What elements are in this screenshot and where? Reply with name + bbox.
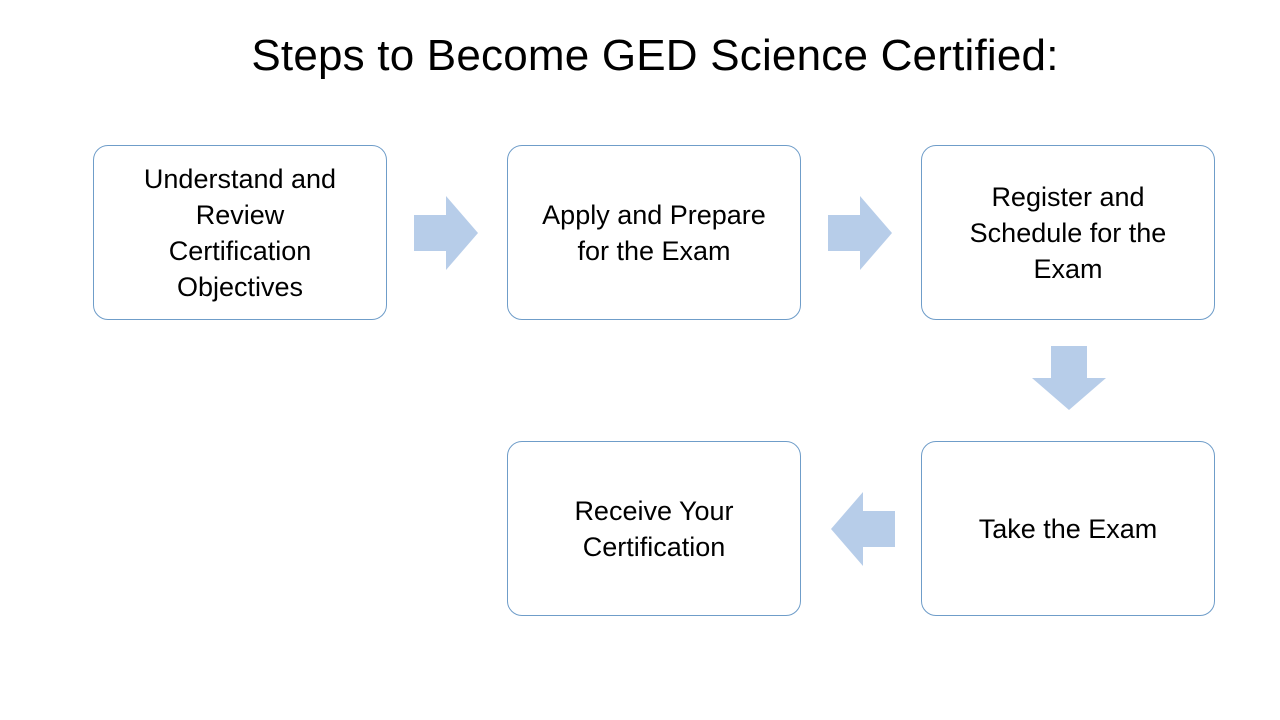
down-arrow-icon — [1032, 346, 1106, 410]
step-label: Understand and Review Certification Obje… — [143, 163, 337, 302]
step-label: Receive Your Certification — [574, 495, 734, 562]
step-label: Register and Schedule for the Exam — [969, 181, 1167, 284]
step-label: Take the Exam — [978, 513, 1158, 544]
step-box-understand-objectives: Understand and Review Certification Obje… — [93, 145, 387, 320]
step-box-apply-prepare: Apply and Prepare for the Exam — [507, 145, 801, 320]
step-box-receive-certification: Receive Your Certification — [507, 441, 801, 616]
right-arrow-icon — [414, 196, 478, 270]
left-arrow-icon — [831, 492, 895, 566]
step-box-take-exam: Take the Exam — [921, 441, 1215, 616]
right-arrow-icon — [828, 196, 892, 270]
slide-title: Steps to Become GED Science Certified: — [251, 31, 1059, 80]
step-label: Apply and Prepare for the Exam — [542, 199, 766, 266]
step-box-register-schedule: Register and Schedule for the Exam — [921, 145, 1215, 320]
